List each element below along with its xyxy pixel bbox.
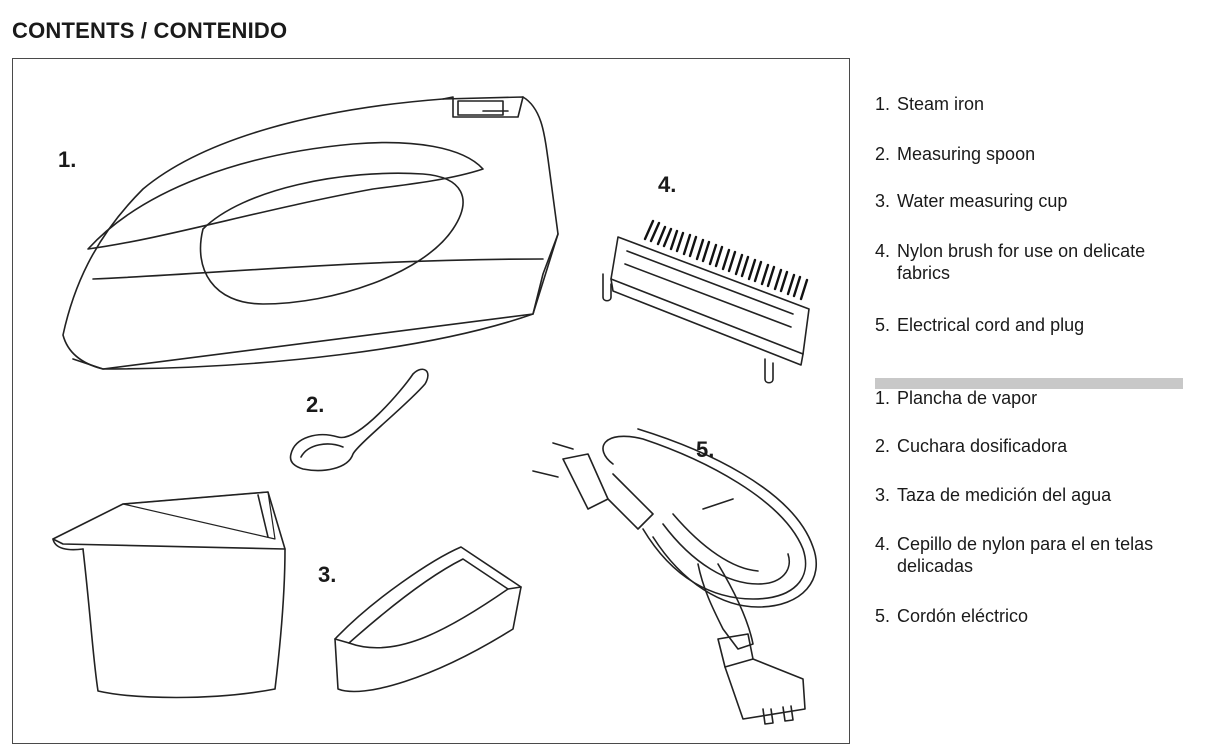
list-item: 4.Nylon brush for use on delicate fabric…: [875, 241, 1146, 283]
electrical-cord-drawing: [532, 428, 818, 725]
list-item: 2.Measuring spoon: [875, 144, 1036, 164]
page-title: CONTENTS / CONTENIDO: [12, 18, 288, 43]
list-item: 1.Plancha de vapor: [875, 388, 1038, 408]
nylon-brush-drawing: [602, 219, 810, 384]
list-item: 5.Cordón eléctrico: [875, 606, 1029, 626]
list-item: 3.Taza de medición del agua: [875, 485, 1112, 505]
figure-label-1: 1.: [58, 147, 77, 172]
water-measuring-cup-drawing: [52, 491, 286, 699]
list-item: 2.Cuchara dosificadora: [875, 436, 1068, 456]
section-divider: [875, 378, 1183, 389]
figure-label-5: 5.: [696, 437, 715, 462]
list-item: 5.Electrical cord and plug: [875, 315, 1085, 335]
list-item: 3.Water measuring cup: [875, 191, 1068, 211]
steam-iron-drawing: [62, 96, 559, 370]
iron-tray-drawing: [334, 546, 522, 693]
figure-label-4: 4.: [658, 172, 677, 197]
contents-illustration: 1. 2. 3. 4. 5.: [12, 58, 850, 744]
figure-label-3: 3.: [318, 562, 337, 587]
figure-label-2: 2.: [306, 392, 325, 417]
measuring-spoon-drawing: [289, 368, 429, 472]
list-item: 4.Cepillo de nylon para el en telas deli…: [875, 534, 1154, 576]
list-item: 1.Steam iron: [875, 94, 985, 114]
